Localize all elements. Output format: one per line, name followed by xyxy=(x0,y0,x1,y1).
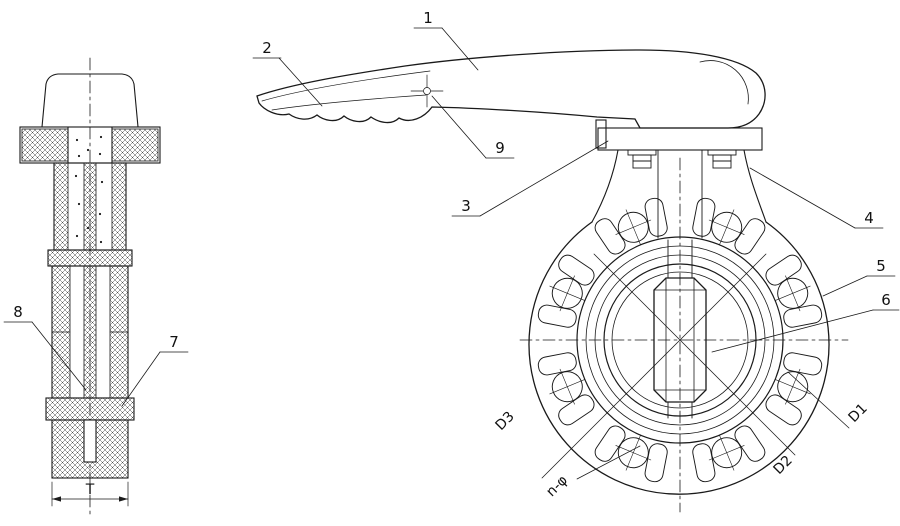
mounting-bolt-left xyxy=(627,149,657,169)
radial-slot xyxy=(783,304,823,328)
valve-neck xyxy=(591,149,767,239)
face-rings xyxy=(576,236,784,444)
mounting-bolt-right xyxy=(707,149,737,169)
bottom-block xyxy=(51,419,129,479)
callout-8-label: 8 xyxy=(13,303,23,321)
bolt-hole xyxy=(615,209,652,246)
radial-slot xyxy=(765,394,802,426)
callout-6: 6 xyxy=(711,291,900,353)
bolt-hole xyxy=(774,275,811,312)
t-dimension: T xyxy=(51,481,129,507)
position-marker xyxy=(410,74,444,108)
bolt-holes xyxy=(549,209,811,471)
callout-2-label: 2 xyxy=(262,39,272,57)
radial-slot xyxy=(594,218,626,255)
radial-slot xyxy=(783,352,823,376)
callout-8: 8 xyxy=(3,303,87,391)
callout-9: 9 xyxy=(431,95,515,159)
radial-slot xyxy=(765,254,802,286)
bolt-hole xyxy=(708,434,745,471)
callout-4: 4 xyxy=(749,167,884,229)
radial-slot xyxy=(644,197,668,237)
stem-body xyxy=(45,162,135,421)
bolt-hole xyxy=(549,368,586,405)
radial-slot xyxy=(692,443,716,483)
valve-body-outline xyxy=(528,221,830,495)
callout-1: 1 xyxy=(413,9,479,71)
radial-slot xyxy=(734,425,766,462)
stem-flange xyxy=(19,126,161,164)
handle-knob xyxy=(41,73,139,128)
bolt-hole xyxy=(708,209,745,246)
stem-section-view: T 8 7 xyxy=(3,57,189,515)
mounting-plate xyxy=(597,127,763,151)
packing-dots xyxy=(74,135,104,244)
bolt-hole xyxy=(615,434,652,471)
radial-slot xyxy=(644,443,668,483)
callout-1-label: 1 xyxy=(423,9,433,27)
callout-3-label: 3 xyxy=(461,197,471,215)
radial-slot xyxy=(594,425,626,462)
radial-slot xyxy=(558,254,595,286)
radial-slot xyxy=(537,352,577,376)
radial-slot xyxy=(558,394,595,426)
callout-7-label: 7 xyxy=(169,333,179,351)
callout-4-label: 4 xyxy=(864,209,874,227)
callout-2: 2 xyxy=(252,39,323,107)
radial-slots xyxy=(537,197,823,483)
callout-3: 3 xyxy=(451,140,609,217)
butterfly-disc xyxy=(653,239,707,419)
callout-7: 7 xyxy=(121,333,189,407)
handle-latch xyxy=(595,119,607,149)
callout-6-label: 6 xyxy=(881,291,891,309)
valve-front-view: 1 2 9 3 4 5 6 xyxy=(252,9,900,513)
radial-slot xyxy=(692,197,716,237)
radial-slot xyxy=(734,218,766,255)
center-lines xyxy=(519,157,849,513)
radial-slot xyxy=(537,304,577,328)
handle-lever xyxy=(256,49,766,149)
bolt-hole xyxy=(774,368,811,405)
callout-5: 5 xyxy=(822,257,896,297)
dimension-t-label: T xyxy=(85,482,95,498)
bolt-hole xyxy=(549,275,586,312)
callout-9-label: 9 xyxy=(495,139,505,157)
callout-5-label: 5 xyxy=(876,257,886,275)
